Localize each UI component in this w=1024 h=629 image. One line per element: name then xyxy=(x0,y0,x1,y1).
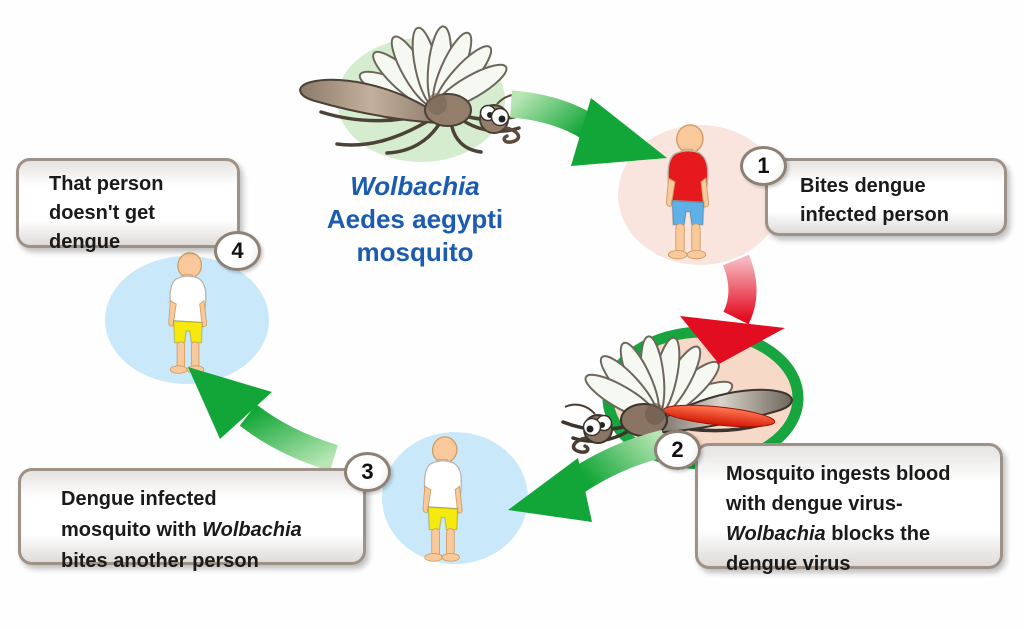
step-number-badge-3: 3 xyxy=(344,452,391,492)
wolbachia-mosquito-icon xyxy=(299,25,531,155)
person3-bitten-icon xyxy=(412,436,474,566)
callout-step-3: Dengue infected mosquito with Wolbachia … xyxy=(18,468,366,572)
arrow-step3-icon xyxy=(508,429,669,522)
callout-step-2: Mosquito ingests blood with dengue virus… xyxy=(695,443,1003,575)
callout-text: dengue virus xyxy=(726,553,851,575)
callout-text: bites another person xyxy=(61,550,259,572)
step-number-badge-2: 2 xyxy=(654,430,701,470)
callout-text: Mosquito ingests blood xyxy=(726,463,951,485)
arrow-step1-icon xyxy=(509,90,667,166)
callout-text: Wolbachia blocks the xyxy=(726,523,931,545)
callout-step-1: Bites dengue infected person xyxy=(765,158,1007,236)
title-line2: Aedes aegypti xyxy=(326,204,504,234)
title-species-italic: Wolbachia xyxy=(350,171,480,201)
callout-text: dengue xyxy=(49,231,121,253)
callout-text: infected person xyxy=(800,204,949,226)
arrow-step4-icon xyxy=(188,367,338,470)
callout-text: with dengue virus- xyxy=(726,493,903,515)
callout-text: That person xyxy=(49,173,164,195)
diagram-title: Wolbachia Aedes aegypti mosquito xyxy=(295,170,535,269)
title-line3: mosquito xyxy=(356,237,474,267)
step-number-badge-4: 4 xyxy=(214,231,261,271)
callout-text: Bites dengue xyxy=(800,175,926,197)
callout-text: doesn't get xyxy=(49,202,155,224)
step-number-badge-1: 1 xyxy=(740,146,787,186)
arrow-step2-red-icon xyxy=(680,254,785,364)
callout-step-4: That person doesn't get dengue xyxy=(16,158,240,253)
callout-text: mosquito with Wolbachia xyxy=(61,519,302,541)
callout-text: Dengue infected xyxy=(61,488,217,510)
